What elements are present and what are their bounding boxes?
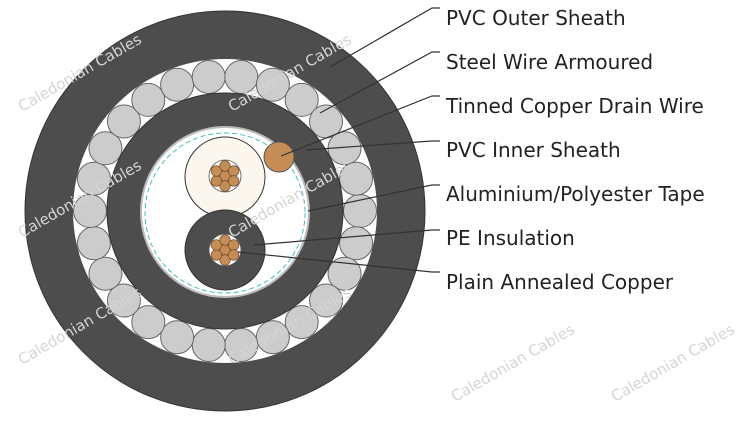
armour-wire bbox=[191, 59, 226, 94]
leader-line-pe-insulation bbox=[253, 229, 440, 246]
label-pvc-outer-sheath: PVC Outer Sheath bbox=[446, 6, 626, 30]
tinned-copper-drain-wire bbox=[263, 141, 295, 173]
leader-line-plain-annealed-copper bbox=[237, 251, 440, 273]
leader-line-pvc-inner-sheath bbox=[305, 140, 440, 151]
armour-wire bbox=[88, 256, 123, 291]
armour-wire bbox=[284, 82, 319, 117]
leader-line-steel-wire-armoured bbox=[319, 51, 440, 114]
armour-wire bbox=[76, 161, 111, 196]
copper-strand bbox=[210, 165, 222, 177]
armour-wire bbox=[309, 283, 344, 318]
copper-strand bbox=[219, 254, 231, 266]
copper-strand bbox=[228, 175, 240, 187]
watermark-text: Caledonian Cables bbox=[448, 320, 578, 405]
armour-wire bbox=[284, 305, 319, 340]
copper-strand bbox=[219, 180, 231, 192]
armour-wire bbox=[339, 161, 374, 196]
leader-line-pvc-outer-sheath bbox=[329, 7, 440, 68]
armour-wire bbox=[131, 305, 166, 340]
armour-wire bbox=[327, 256, 362, 291]
copper-strand bbox=[228, 249, 240, 261]
armour-wire bbox=[255, 67, 290, 102]
copper-strand bbox=[210, 175, 222, 187]
armour-wire bbox=[106, 283, 141, 318]
armour-wire bbox=[339, 226, 374, 261]
copper-strand bbox=[210, 239, 222, 251]
label-pe-insulation: PE Insulation bbox=[446, 226, 575, 250]
armour-wire bbox=[88, 131, 123, 166]
label-aluminium-polyester-tape: Aluminium/Polyester Tape bbox=[446, 182, 705, 206]
armour-wire bbox=[106, 104, 141, 139]
armour-wire bbox=[160, 67, 195, 102]
armour-wire bbox=[76, 226, 111, 261]
label-tinned-copper-drain-wire: Tinned Copper Drain Wire bbox=[445, 94, 704, 118]
label-pvc-inner-sheath: PVC Inner Sheath bbox=[446, 138, 621, 162]
armour-wire bbox=[160, 320, 195, 355]
copper-strand bbox=[219, 234, 231, 246]
aluminium-polyester-tape bbox=[144, 132, 306, 294]
leader-line-tinned-copper-drain-wire bbox=[280, 95, 440, 157]
armour-wire bbox=[343, 194, 377, 228]
watermark-text: Caledonian Cables bbox=[608, 320, 738, 405]
armour-wire bbox=[191, 328, 226, 363]
armour-wire bbox=[131, 82, 166, 117]
label-steel-wire-armoured: Steel Wire Armoured bbox=[446, 50, 653, 74]
copper-strand bbox=[219, 160, 231, 172]
copper-strand bbox=[210, 249, 222, 261]
steel-wire-armour bbox=[73, 59, 377, 363]
core-1-conductor bbox=[208, 159, 242, 193]
leader-line-aluminium-polyester-tape bbox=[307, 184, 440, 212]
leader-lines bbox=[237, 7, 440, 273]
label-plain-annealed-copper: Plain Annealed Copper bbox=[446, 270, 674, 294]
copper-strand bbox=[228, 165, 240, 177]
core-2-conductor bbox=[208, 233, 242, 267]
